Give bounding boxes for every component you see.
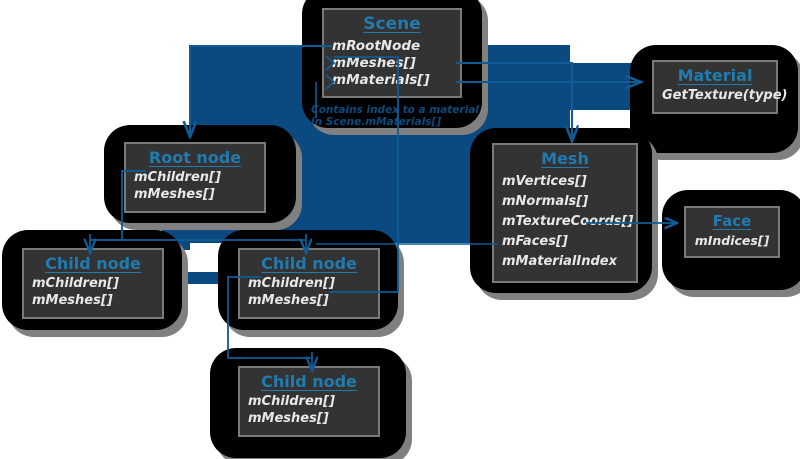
caption-material-index: Contains index to a material in Scene.mM… xyxy=(311,104,479,129)
node-root-node-fields: mChildren[] mMeshes[] xyxy=(134,170,256,203)
node-mesh-fields: mVertices[] mNormals[] mTextureCoords[] … xyxy=(502,172,634,274)
node-face-fields: mIndices[] xyxy=(694,233,770,249)
field-mmaterials: mMaterials[] xyxy=(332,72,430,89)
node-material-fields: GetTexture(type) xyxy=(662,88,788,105)
node-child-middle-title: Child node xyxy=(261,254,357,273)
caption-mesh-index-line3: Scene.mMeshes[] xyxy=(311,194,416,207)
field-childbot-mmeshes: mMeshes[] xyxy=(248,411,329,427)
field-mrootnode: mRootNode xyxy=(332,37,421,54)
node-face-title: Face xyxy=(712,212,752,230)
caption-material-index-line1: Contains index to a material xyxy=(311,104,479,116)
field-root-mmeshes: mMeshes[] xyxy=(134,187,215,203)
node-root-node-title: Root node xyxy=(148,148,242,167)
field-mtexturecoords: mTextureCoords[] xyxy=(502,213,634,229)
field-mindices: mIndices[] xyxy=(694,233,770,249)
node-face[interactable]: Face mIndices[] xyxy=(684,206,780,259)
node-child-node-left[interactable]: Child node mChildren[] mMeshes[] xyxy=(22,248,164,319)
node-scene-fields: mRootNode mMeshes[] mMaterials[] xyxy=(332,38,452,90)
node-child-bottom-title: Child node xyxy=(261,372,357,391)
field-mfaces: mFaces[] xyxy=(502,233,568,249)
caption-material-index-line2: in Scene.mMaterials[] xyxy=(311,115,442,128)
node-child-left-title: Child node xyxy=(45,254,141,273)
field-childleft-mchildren: mChildren[] xyxy=(32,276,119,292)
field-gettexture: GetTexture(type) xyxy=(662,88,788,104)
field-childmid-mmeshes: mMeshes[] xyxy=(248,293,329,309)
node-scene-title: Scene xyxy=(363,14,421,34)
node-child-node-bottom[interactable]: Child node mChildren[] mMeshes[] xyxy=(238,366,380,437)
node-child-bottom-fields: mChildren[] mMeshes[] xyxy=(248,394,370,427)
field-mnormals: mNormals[] xyxy=(502,194,589,210)
field-root-mchildren: mChildren[] xyxy=(134,170,221,186)
node-child-node-middle[interactable]: Child node mChildren[] mMeshes[] xyxy=(238,248,380,319)
caption-mesh-index-line2: to a mesh in xyxy=(311,182,385,195)
field-childleft-mmeshes: mMeshes[] xyxy=(32,293,113,309)
node-child-left-fields: mChildren[] mMeshes[] xyxy=(32,276,154,309)
node-root-node[interactable]: Root node mChildren[] mMeshes[] xyxy=(124,142,266,213)
node-mesh-title: Mesh xyxy=(541,149,589,168)
field-mvertices: mVertices[] xyxy=(502,174,587,190)
node-mesh[interactable]: Mesh mVertices[] mNormals[] mTextureCoor… xyxy=(492,143,638,284)
node-material-title: Material xyxy=(677,66,753,85)
field-mmaterialindex: mMaterialIndex xyxy=(502,254,617,270)
node-child-middle-fields: mChildren[] mMeshes[] xyxy=(248,276,370,309)
node-scene[interactable]: Scene mRootNode mMeshes[] mMaterials[] xyxy=(322,8,462,99)
node-material[interactable]: Material GetTexture(type) xyxy=(652,60,788,115)
field-mmeshes: mMeshes[] xyxy=(332,54,416,71)
field-childmid-mchildren: mChildren[] xyxy=(248,276,335,292)
field-childbot-mchildren: mChildren[] xyxy=(248,394,335,410)
caption-mesh-index: Contains index to a mesh in Scene.mMeshe… xyxy=(311,171,416,207)
caption-mesh-index-line1: Contains index xyxy=(311,171,399,183)
